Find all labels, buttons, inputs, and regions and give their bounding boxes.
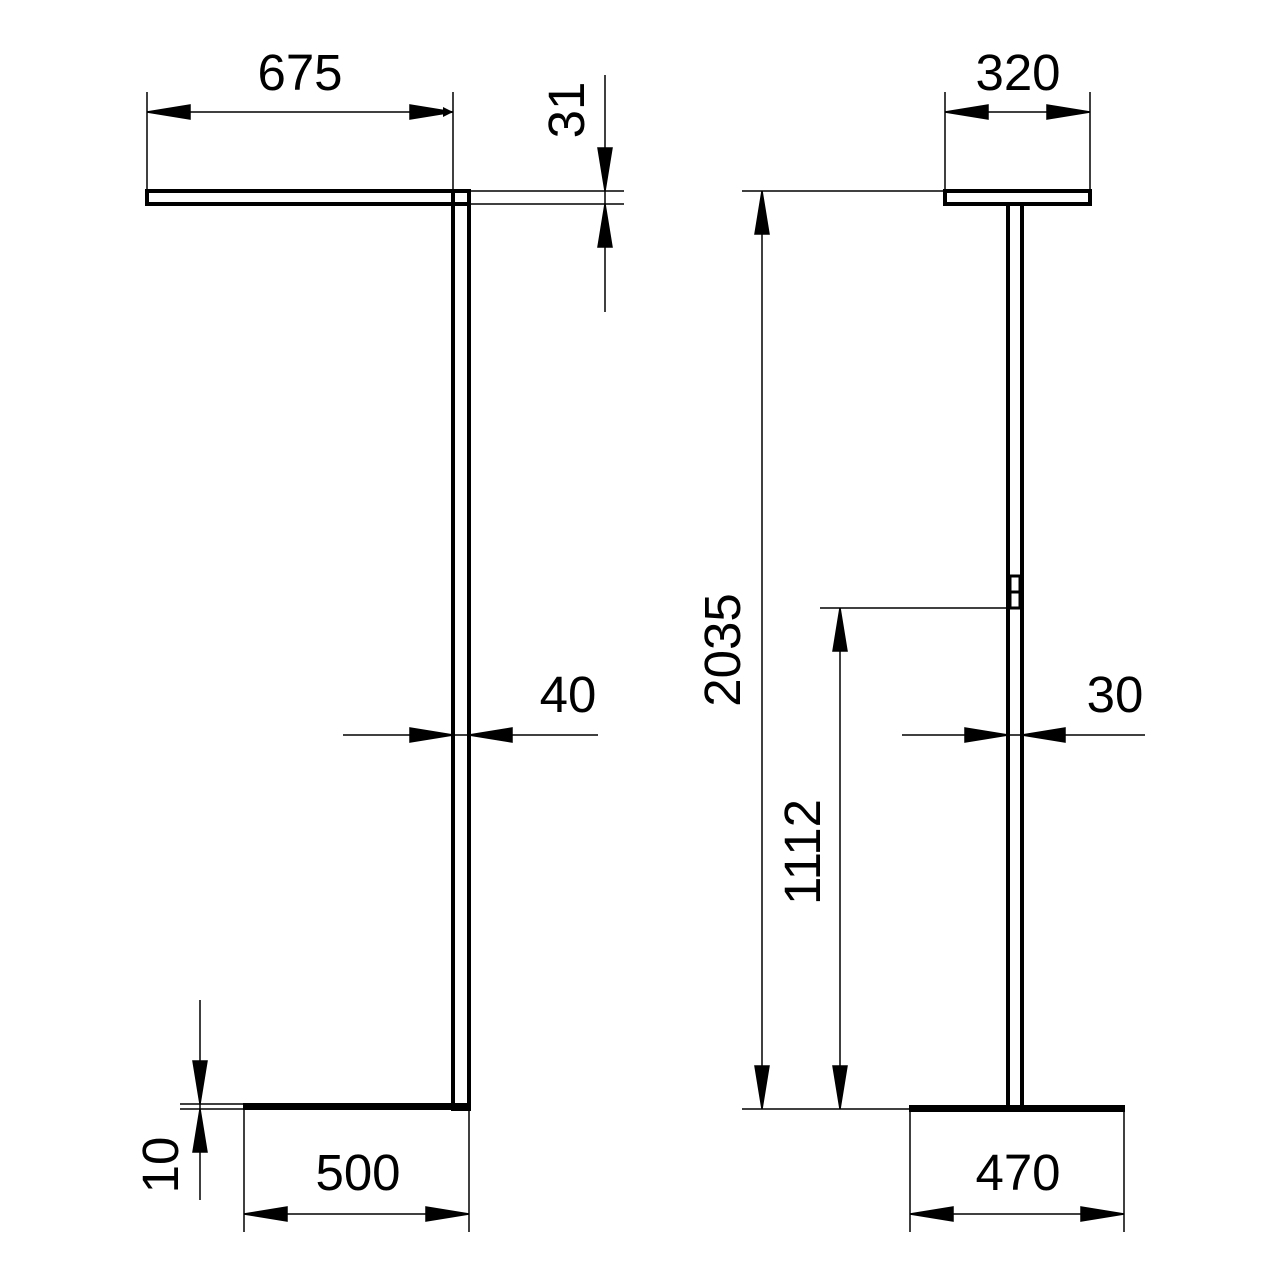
dimensions-right [742,92,1145,1232]
lamp-arm [145,189,471,206]
arrow-icon [754,190,770,235]
arrow-icon [243,1206,288,1222]
arrow-icon [1046,104,1091,120]
dim-label-pole-width: 30 [1087,666,1144,723]
arrow-icon [944,104,989,120]
arrow-icon [192,1108,208,1153]
lamp-base [909,1105,1125,1112]
dim-label-arm-length: 675 [257,44,342,101]
arrow-icon [597,147,613,192]
dimensions-left [146,75,624,1232]
front-view-right [909,189,1125,1112]
dim-label-base-thickness: 10 [132,1137,189,1194]
dim-label-pole-width: 40 [540,666,597,723]
arrow-icon [1021,727,1066,743]
arrow-icon [597,203,613,248]
arrow-icon [192,1060,208,1105]
arrow-icon [468,727,513,743]
dim-label-base-length: 500 [315,1144,400,1201]
lamp-pole [1006,202,1024,1111]
dim-label-head-width: 320 [975,44,1060,101]
arrow-icon [425,1206,470,1222]
arrow-icon [146,104,191,120]
lamp-pole [451,189,471,1111]
arrow-icon [964,727,1009,743]
arrow-icon [832,1065,848,1110]
arrow-icon [409,104,454,120]
arrow-icon [409,727,454,743]
arrow-icon [909,1206,954,1222]
dim-label-switch-height: 1112 [774,799,831,905]
arrow-icon [1080,1206,1125,1222]
dimension-labels-right: 320 2035 1112 30 470 [694,44,1143,1201]
dim-label-arm-thickness: 31 [538,82,595,139]
dim-label-total-height: 2035 [694,593,751,706]
arrow-icon [832,607,848,652]
dimension-labels-left: 675 31 40 10 500 [132,44,596,1201]
arrow-icon [754,1065,770,1110]
lamp-base [243,1103,470,1110]
dim-label-base-width: 470 [975,1144,1060,1201]
side-view-left [145,189,471,1111]
